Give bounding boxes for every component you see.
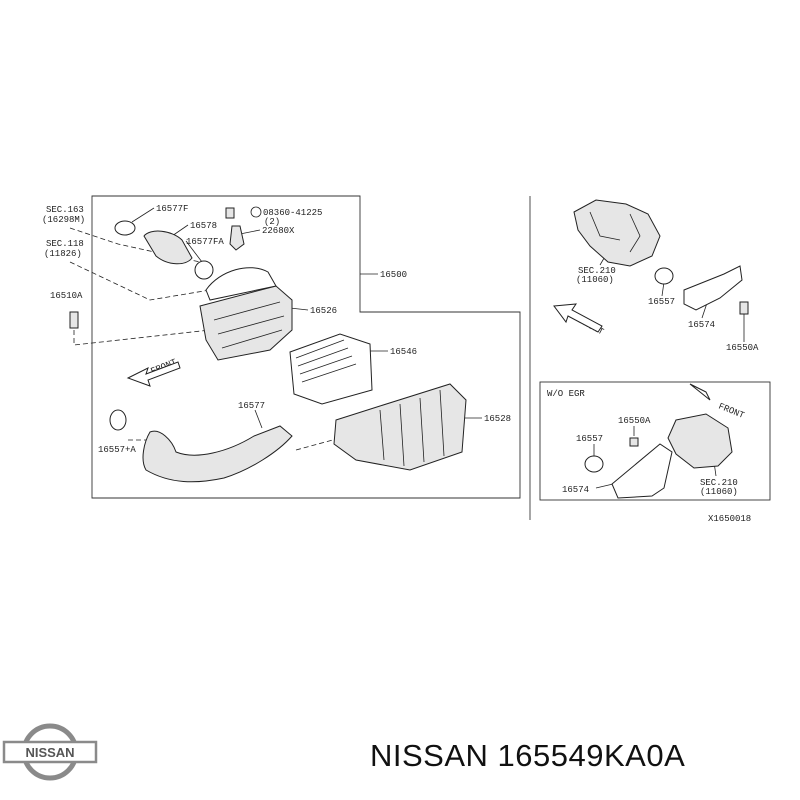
label-08360: 08360-41225 (263, 208, 322, 218)
front-arrow-1 (126, 361, 181, 387)
leader-sec118 (69, 261, 211, 301)
label-sec210-b: SEC.210 (700, 478, 738, 488)
bracket-16574-b (611, 443, 673, 499)
leader-16577fa (185, 240, 203, 263)
maf-duct-16578 (143, 230, 193, 265)
housing-sec210-a (573, 199, 661, 267)
label-16577: 16577 (238, 401, 265, 411)
bolt-16550a-b (629, 437, 639, 447)
clamp-16577f-part (114, 220, 136, 236)
seal-16557-b (584, 455, 604, 473)
leader-16526 (289, 307, 309, 311)
leader-16578 (171, 224, 189, 237)
cover-pipe (205, 267, 277, 301)
label-sec210-a: SEC.210 (578, 266, 616, 276)
part-number-caption: NISSAN 165549KA0A (370, 738, 686, 773)
label-16574-box: 16574 (562, 485, 589, 495)
label-sec163: SEC.163 (46, 205, 84, 215)
cover-ribs (213, 301, 285, 349)
label-sec118: SEC.118 (46, 239, 84, 249)
maf-sensor-22680x (229, 225, 245, 251)
air-cleaner-case-16528 (333, 383, 467, 471)
case-ribs (379, 389, 445, 467)
label-16550a-box: 16550A (618, 416, 651, 426)
clamp-16577fa-part (194, 260, 214, 280)
label-front-3: FRONT (717, 402, 746, 422)
leader-22680x (239, 229, 261, 235)
leader-16510a (73, 329, 211, 346)
resonator-16557 (109, 409, 127, 431)
seal-16557-r (654, 267, 674, 285)
svg-text:NISSAN: NISSAN (25, 745, 74, 760)
front-arrow-3 (689, 383, 711, 401)
wo-egr-frame (539, 381, 771, 501)
label-16550a-right: 16550A (726, 343, 759, 353)
label-16577fa: 16577FA (186, 237, 224, 247)
air-cleaner-cover-16526 (199, 285, 293, 361)
leader-16577f (131, 207, 155, 223)
label-16577f: 16577F (156, 204, 188, 214)
leader-16577 (254, 409, 263, 429)
main-frame (91, 195, 521, 499)
label-16510a: 16510A (50, 291, 83, 301)
label-16298m: (16298M) (42, 215, 85, 225)
label-16574-right: 16574 (688, 320, 715, 330)
filter-element-16546 (289, 333, 373, 405)
housing-details (589, 211, 641, 253)
s-symbol (250, 206, 262, 218)
label-16557-box: 16557 (576, 434, 603, 444)
label-16500: 16500 (380, 270, 407, 280)
label-11060-a: (11060) (576, 275, 614, 285)
leader-16546 (295, 437, 341, 451)
label-16578: 16578 (190, 221, 217, 231)
label-11060-b: (11060) (700, 487, 738, 497)
label-drawing-number: X1650018 (708, 514, 751, 524)
intake-duct-16577 (142, 425, 293, 483)
label-16557a: 16557+A (98, 445, 136, 455)
label-wo-egr: W/O EGR (547, 389, 585, 399)
nissan-logo: NISSAN (2, 723, 98, 781)
label-qty2: (2) (264, 217, 280, 227)
label-11826: (11826) (44, 249, 82, 259)
label-16557-right: 16557 (648, 297, 675, 307)
screw-08360 (225, 207, 235, 219)
front-arrow-2 (553, 303, 603, 333)
bolt-16550a-r (739, 301, 749, 315)
housing-sec210-b (667, 413, 733, 469)
bracket-16574-r (683, 265, 743, 311)
label-16526: 16526 (310, 306, 337, 316)
filter-pleats (295, 339, 357, 383)
label-16546: 16546 (390, 347, 417, 357)
label-22680x: 22680X (262, 226, 295, 236)
label-16528: 16528 (484, 414, 511, 424)
bolt-16510a (69, 311, 79, 329)
